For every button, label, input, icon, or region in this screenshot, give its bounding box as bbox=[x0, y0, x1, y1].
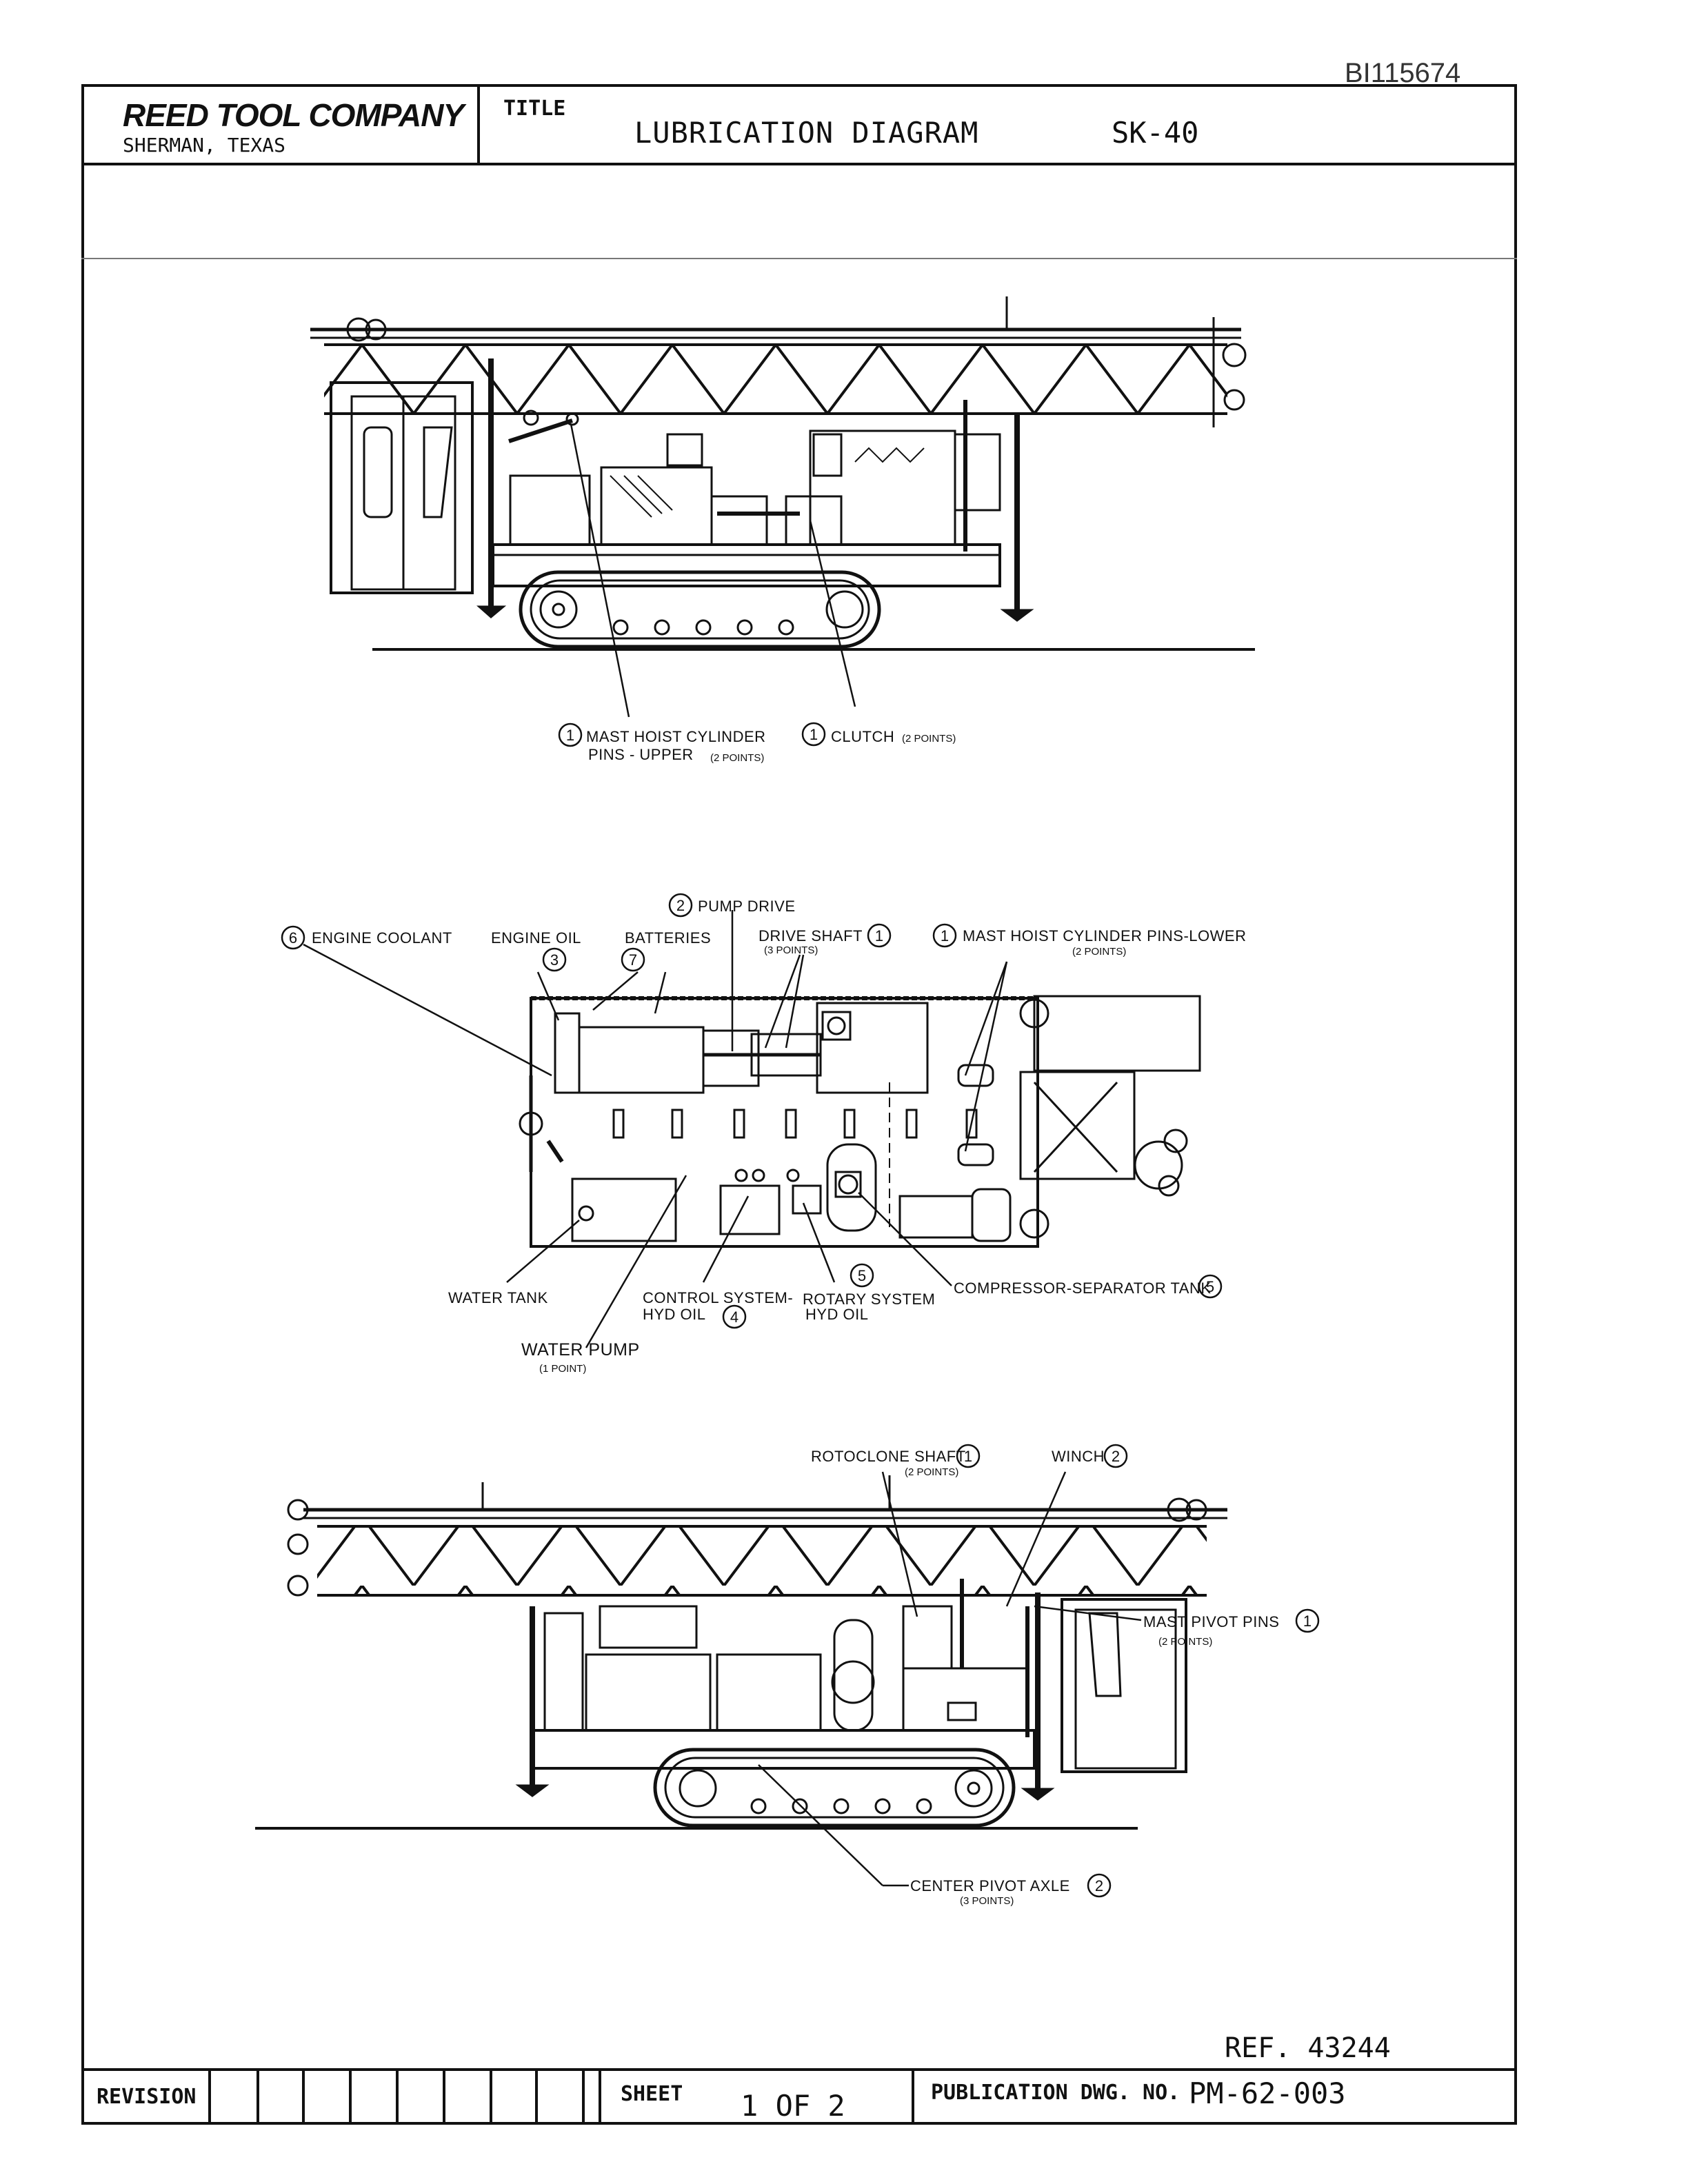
sheet-label: SHEET bbox=[621, 2082, 683, 2106]
sheet-divider bbox=[599, 2068, 601, 2125]
note-water-pump: (1 POINT) bbox=[539, 1363, 586, 1375]
middle-plan-view bbox=[303, 910, 1201, 1348]
revision-cell-divider bbox=[443, 2068, 445, 2125]
title-block-divider bbox=[477, 84, 480, 163]
header-divider bbox=[81, 163, 1517, 165]
label-mast-hoist-lower: MAST HOIST CYLINDER PINS-LOWER bbox=[963, 927, 1246, 944]
footer-divider bbox=[81, 2068, 1517, 2071]
section-rule bbox=[81, 258, 1517, 259]
label-rotary-system: ROTARY SYSTEM bbox=[803, 1291, 935, 1308]
revision-label: REVISION bbox=[97, 2085, 197, 2109]
revision-cell-divider bbox=[257, 2068, 259, 2125]
label-water-pump: WATER PUMP bbox=[521, 1340, 640, 1359]
revision-cell-divider bbox=[582, 2068, 585, 2125]
note-drive-shaft: (3 POINTS) bbox=[764, 944, 818, 956]
label-engine-coolant: ENGINE COOLANT bbox=[312, 929, 452, 947]
label-pump-drive: PUMP DRIVE bbox=[698, 898, 796, 915]
company-name: REED TOOL COMPANY bbox=[123, 97, 464, 133]
note-center-pivot-axle: (3 POINTS) bbox=[960, 1895, 1014, 1907]
publication-number: PM-62-003 bbox=[1189, 2076, 1346, 2110]
label-rotary-system-line2: HYD OIL bbox=[805, 1306, 869, 1323]
company-location: SHERMAN, TEXAS bbox=[123, 134, 286, 156]
note-mast-pivot-pins: (2 POINTS) bbox=[1158, 1636, 1212, 1648]
label-clutch: CLUTCH bbox=[831, 728, 894, 745]
drawing-frame bbox=[81, 84, 1517, 2125]
publication-divider bbox=[912, 2068, 914, 2125]
note-mast-hoist-lower: (2 POINTS) bbox=[1072, 946, 1126, 958]
revision-cell-divider bbox=[302, 2068, 305, 2125]
callout-number: 4 bbox=[730, 1308, 738, 1326]
title-label: TITLE bbox=[503, 97, 566, 121]
reference-number: REF. 43244 bbox=[1225, 2032, 1391, 2064]
label-rotoclone-shaft: ROTOCLONE SHAFT bbox=[811, 1448, 966, 1465]
label-batteries: BATTERIES bbox=[625, 929, 711, 947]
bottom-side-view bbox=[255, 1471, 1227, 1887]
callout-number: 1 bbox=[566, 727, 574, 744]
label-drive-shaft: DRIVE SHAFT bbox=[758, 927, 863, 944]
page-title: LUBRICATION DIAGRAM bbox=[634, 116, 979, 150]
callout-number: 2 bbox=[1095, 1877, 1103, 1894]
callout-number: 7 bbox=[629, 951, 637, 969]
document-id: BI115674 bbox=[1345, 58, 1461, 88]
label-control-system-line2: HYD OIL bbox=[643, 1306, 706, 1323]
callout-number: 1 bbox=[941, 927, 949, 944]
label-center-pivot-axle: CENTER PIVOT AXLE bbox=[910, 1877, 1070, 1894]
revision-cell-divider bbox=[208, 2068, 211, 2125]
sheet-number: 1 OF 2 bbox=[741, 2089, 845, 2123]
note-mast-hoist-upper: (2 POINTS) bbox=[710, 752, 764, 764]
callout-number: 1 bbox=[1303, 1612, 1312, 1630]
callout-number: 1 bbox=[810, 726, 818, 743]
top-side-view bbox=[310, 296, 1255, 718]
callout-number: 2 bbox=[676, 897, 685, 914]
callout-number: 1 bbox=[964, 1448, 972, 1465]
label-control-system: CONTROL SYSTEM- bbox=[643, 1289, 793, 1306]
callout-number: 5 bbox=[1206, 1278, 1214, 1295]
callout-number: 6 bbox=[289, 929, 297, 947]
label-winch: WINCH bbox=[1052, 1448, 1105, 1465]
callout-number: 2 bbox=[1112, 1448, 1120, 1465]
publication-label: PUBLICATION DWG. NO. bbox=[931, 2081, 1180, 2105]
label-mast-hoist-upper-line2: PINS - UPPER bbox=[588, 746, 694, 763]
label-engine-oil: ENGINE OIL bbox=[491, 929, 581, 947]
label-water-tank: WATER TANK bbox=[448, 1289, 548, 1306]
revision-cell-divider bbox=[396, 2068, 399, 2125]
note-rotoclone-shaft: (2 POINTS) bbox=[905, 1466, 958, 1478]
revision-cell-divider bbox=[490, 2068, 492, 2125]
revision-cell-divider bbox=[349, 2068, 352, 2125]
label-compressor-separator-tank: COMPRESSOR-SEPARATOR TANK bbox=[954, 1280, 1212, 1297]
callout-number: 3 bbox=[550, 951, 559, 969]
label-mast-hoist-upper: MAST HOIST CYLINDER bbox=[586, 728, 766, 745]
revision-cell-divider bbox=[535, 2068, 538, 2125]
callout-number: 1 bbox=[875, 927, 883, 944]
callout-number: 5 bbox=[858, 1267, 866, 1284]
note-clutch: (2 POINTS) bbox=[902, 733, 956, 745]
label-mast-pivot-pins: MAST PIVOT PINS bbox=[1143, 1613, 1279, 1630]
model-number: SK-40 bbox=[1112, 116, 1199, 150]
